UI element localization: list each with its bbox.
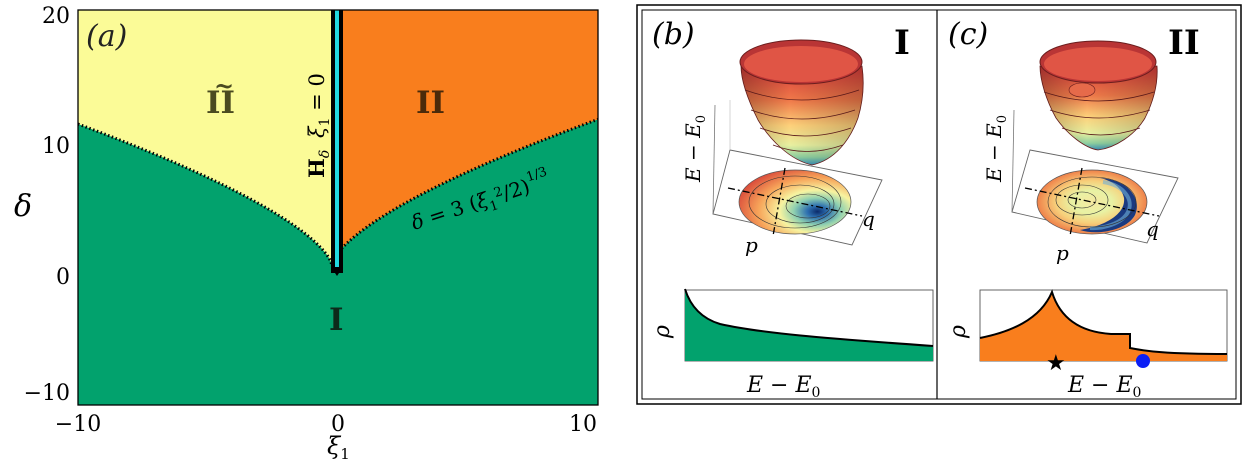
cusp-marker (331, 267, 343, 276)
y-tick: 0 (56, 265, 70, 290)
rho-label-b: ρ (650, 325, 675, 339)
y-axis-label: δ (14, 189, 32, 224)
x-tick: 0 (331, 412, 345, 437)
y-tick: 20 (42, 4, 70, 29)
region-i-label: I (329, 302, 344, 338)
density-plot-b: ρ E − E0 (650, 288, 934, 401)
region-ii-tilde-label: II (206, 85, 235, 121)
q-label-c: q (1146, 217, 1159, 241)
panel-c-label: (c) (948, 17, 988, 52)
panel-b-phase: I (894, 23, 910, 63)
panels-bc (636, 4, 1242, 405)
panel-c: (c) II E − E0 p q ★ (946, 17, 1228, 401)
phase-plane-c (1011, 149, 1179, 244)
x-axis: −10 0 10 ξ1 (55, 412, 597, 461)
rho-label-c: ρ (946, 325, 971, 339)
boundary-curve (77, 117, 599, 268)
surface-axis-label-b: E − E0 (681, 115, 709, 183)
p-label-b: p (745, 233, 758, 257)
phase-plane-b (712, 149, 883, 246)
inner-frame (641, 9, 1237, 400)
x-tick: 10 (569, 412, 597, 437)
phase-disk-b (738, 169, 852, 235)
density-plot-c: ★ ρ E − E0 (946, 289, 1228, 401)
outer-frame (636, 4, 1242, 405)
line-label: Hδ ξ1 = 0 (304, 73, 333, 178)
panel-a: (a) II ~ II I Hδ ξ1 = 0 δ = 3 (ξ12/2)1/3… (14, 4, 599, 461)
x-tick: −10 (55, 412, 101, 437)
x-axis-label: ξ1 (327, 432, 350, 461)
blue-dot-marker (1136, 354, 1150, 368)
star-marker: ★ (1046, 351, 1066, 376)
panel-b: (b) I E − E0 p q ρ E − E0 (650, 17, 934, 401)
region-ii-label: II (416, 85, 445, 121)
p-label-c: p (1056, 241, 1069, 265)
y-tick: −10 (24, 381, 70, 406)
surface-axis-label-c: E − E0 (982, 115, 1010, 183)
central-hump (1068, 82, 1096, 98)
energy-surface-c (1039, 40, 1158, 151)
energy-surface-b (739, 39, 864, 166)
y-tick: 10 (42, 134, 70, 159)
svg-text:ξ1 = 0: ξ1 = 0 (305, 73, 333, 138)
svg-text:Hδ: Hδ (304, 150, 333, 178)
plot-frame-a (77, 9, 599, 406)
tilde-mark: ~ (214, 71, 234, 100)
e-axis-label-b: E − E0 (746, 373, 820, 401)
panel-b-label: (b) (652, 17, 695, 52)
y-axis: 20 10 0 −10 δ (14, 4, 70, 406)
xi-zero-line-cyan (335, 10, 339, 272)
e-axis-label-c: E − E0 (1067, 373, 1141, 401)
panel-a-label: (a) (86, 19, 127, 54)
q-label-b: q (862, 207, 875, 231)
panel-c-phase: II (1168, 23, 1200, 63)
